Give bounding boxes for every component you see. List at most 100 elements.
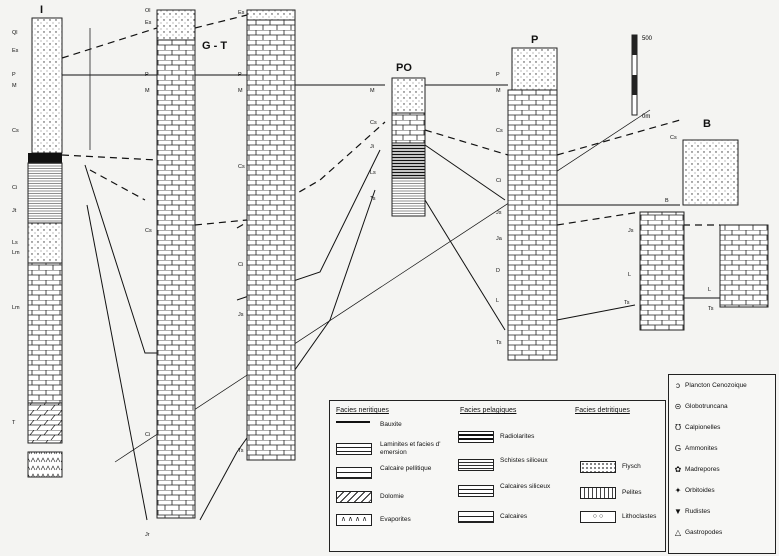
column-po — [391, 77, 426, 217]
ammonites-icon: G — [674, 444, 682, 453]
label: Es — [12, 48, 19, 54]
calcaires-siliceux-label: Calcaires siliceux — [500, 483, 551, 490]
label: Ts — [370, 196, 376, 202]
radiolarites-swatch — [458, 431, 494, 443]
column-8 — [719, 224, 769, 308]
label: M — [238, 88, 243, 94]
calpionelles-icon: ℧ — [674, 423, 682, 432]
detrital-title: Facies detritiques — [575, 407, 630, 414]
label: L — [496, 298, 500, 304]
rudistes-icon: ▼ — [674, 507, 682, 516]
label: Cs — [145, 228, 152, 234]
fossil-label: Globotruncana — [685, 403, 728, 410]
label: Cs — [670, 135, 677, 141]
label: Js — [238, 312, 244, 318]
label: M — [496, 88, 501, 94]
label: L — [628, 272, 632, 278]
label: Ts — [624, 300, 630, 306]
fossil-label: Madrepores — [685, 466, 720, 473]
label: Es — [238, 10, 245, 16]
calcaires-siliceux-swatch — [458, 485, 494, 497]
fossil-label: Calpionelles — [685, 424, 721, 431]
label: D — [496, 268, 500, 274]
label: Ci — [12, 185, 18, 191]
evaporites-swatch: ∧ ∧ ∧ ∧ — [336, 514, 372, 526]
dashed-correlation-lines — [61, 14, 720, 229]
label: Ts — [708, 306, 714, 312]
column-b — [682, 139, 739, 206]
label: Ql — [12, 30, 18, 36]
label: Ci — [145, 432, 151, 438]
calcaire-pellitique-swatch — [336, 467, 372, 479]
column-i — [27, 17, 91, 478]
column-title-g-t: G - T — [202, 40, 228, 52]
lithoclastes-label: Lithoclastes — [622, 513, 657, 520]
madrepores-icon: ✿ — [674, 465, 682, 474]
scale-top-label: 500 — [642, 36, 653, 42]
label: Ls — [370, 170, 376, 176]
column-title-po: PO — [396, 62, 412, 74]
pelites-swatch — [580, 487, 616, 499]
label: Lm — [12, 250, 20, 256]
orbitoides-icon: ✦ — [674, 486, 682, 495]
label: Ts — [496, 340, 502, 346]
bauxite-swatch — [336, 421, 370, 429]
fossil-label: Gastropodes — [685, 529, 723, 536]
flysch-label: Flysch — [622, 463, 641, 470]
gastropodes-icon: △ — [674, 528, 682, 537]
label: Js — [628, 228, 634, 234]
schistes-label: Schistes siliceux — [500, 457, 548, 464]
label: Js — [496, 210, 502, 216]
fossil-label: Ammonites — [685, 445, 718, 452]
fossil-label: Orbitoides — [685, 487, 715, 494]
scale-bar — [631, 34, 638, 116]
pelites-label: Pelites — [622, 489, 642, 496]
label: Ci — [496, 178, 502, 184]
calcaires-label: Calcaires — [500, 513, 528, 520]
calcaire-pellitique-label: Calcaire pellitique — [380, 465, 432, 472]
pelagic-title: Facies pelagiques — [460, 407, 517, 414]
label: Ja — [496, 236, 502, 242]
label: Lm — [12, 305, 20, 311]
column-title-b: B — [703, 118, 711, 130]
fossil-label: Rudistes — [685, 508, 711, 515]
column-7 — [639, 211, 685, 331]
laminites-label: Laminites et facies d' emersion — [380, 441, 441, 456]
neritic-title: Facies neritiques — [336, 407, 389, 414]
label: B — [665, 198, 669, 204]
label: Cs — [12, 128, 19, 134]
column-g-t-right — [246, 9, 296, 461]
scale-bottom-label: 0m — [642, 114, 650, 120]
dolomie-label: Dolomie — [380, 493, 404, 500]
radiolarites-label: Radiolarites — [500, 433, 535, 440]
label: M — [370, 88, 375, 94]
label: Ci — [238, 262, 244, 268]
flysch-swatch — [580, 461, 616, 473]
dolomie-swatch — [336, 491, 372, 503]
bauxite-label: Bauxite — [380, 421, 402, 428]
label: M — [145, 88, 150, 94]
label: Ji — [370, 144, 374, 150]
globotruncana-icon: ⊝ — [674, 402, 682, 411]
label: T — [12, 420, 16, 426]
label: Ls — [12, 240, 18, 246]
fossil-label: Plancton Cenozoique — [685, 382, 747, 389]
laminites-swatch — [336, 443, 372, 455]
label: Es — [145, 20, 152, 26]
label: Cs — [238, 164, 245, 170]
plancton-icon: ↄ — [676, 381, 680, 390]
label: P — [238, 72, 242, 78]
label: P — [145, 72, 149, 78]
label: Jt — [12, 208, 17, 214]
column-g-t-left — [156, 9, 196, 519]
evaporites-label: Evaporites — [380, 516, 411, 523]
column-title-p: P — [531, 34, 539, 46]
label: P — [496, 72, 500, 78]
label: Ts — [238, 448, 244, 454]
fossils-legend: ↄ Plancton Cenozoique ⊝ Globotruncana ℧ … — [668, 374, 776, 554]
calcaires-swatch — [458, 511, 494, 523]
label: Cs — [370, 120, 377, 126]
column-title-i: I — [40, 4, 44, 16]
label: M — [12, 83, 17, 89]
